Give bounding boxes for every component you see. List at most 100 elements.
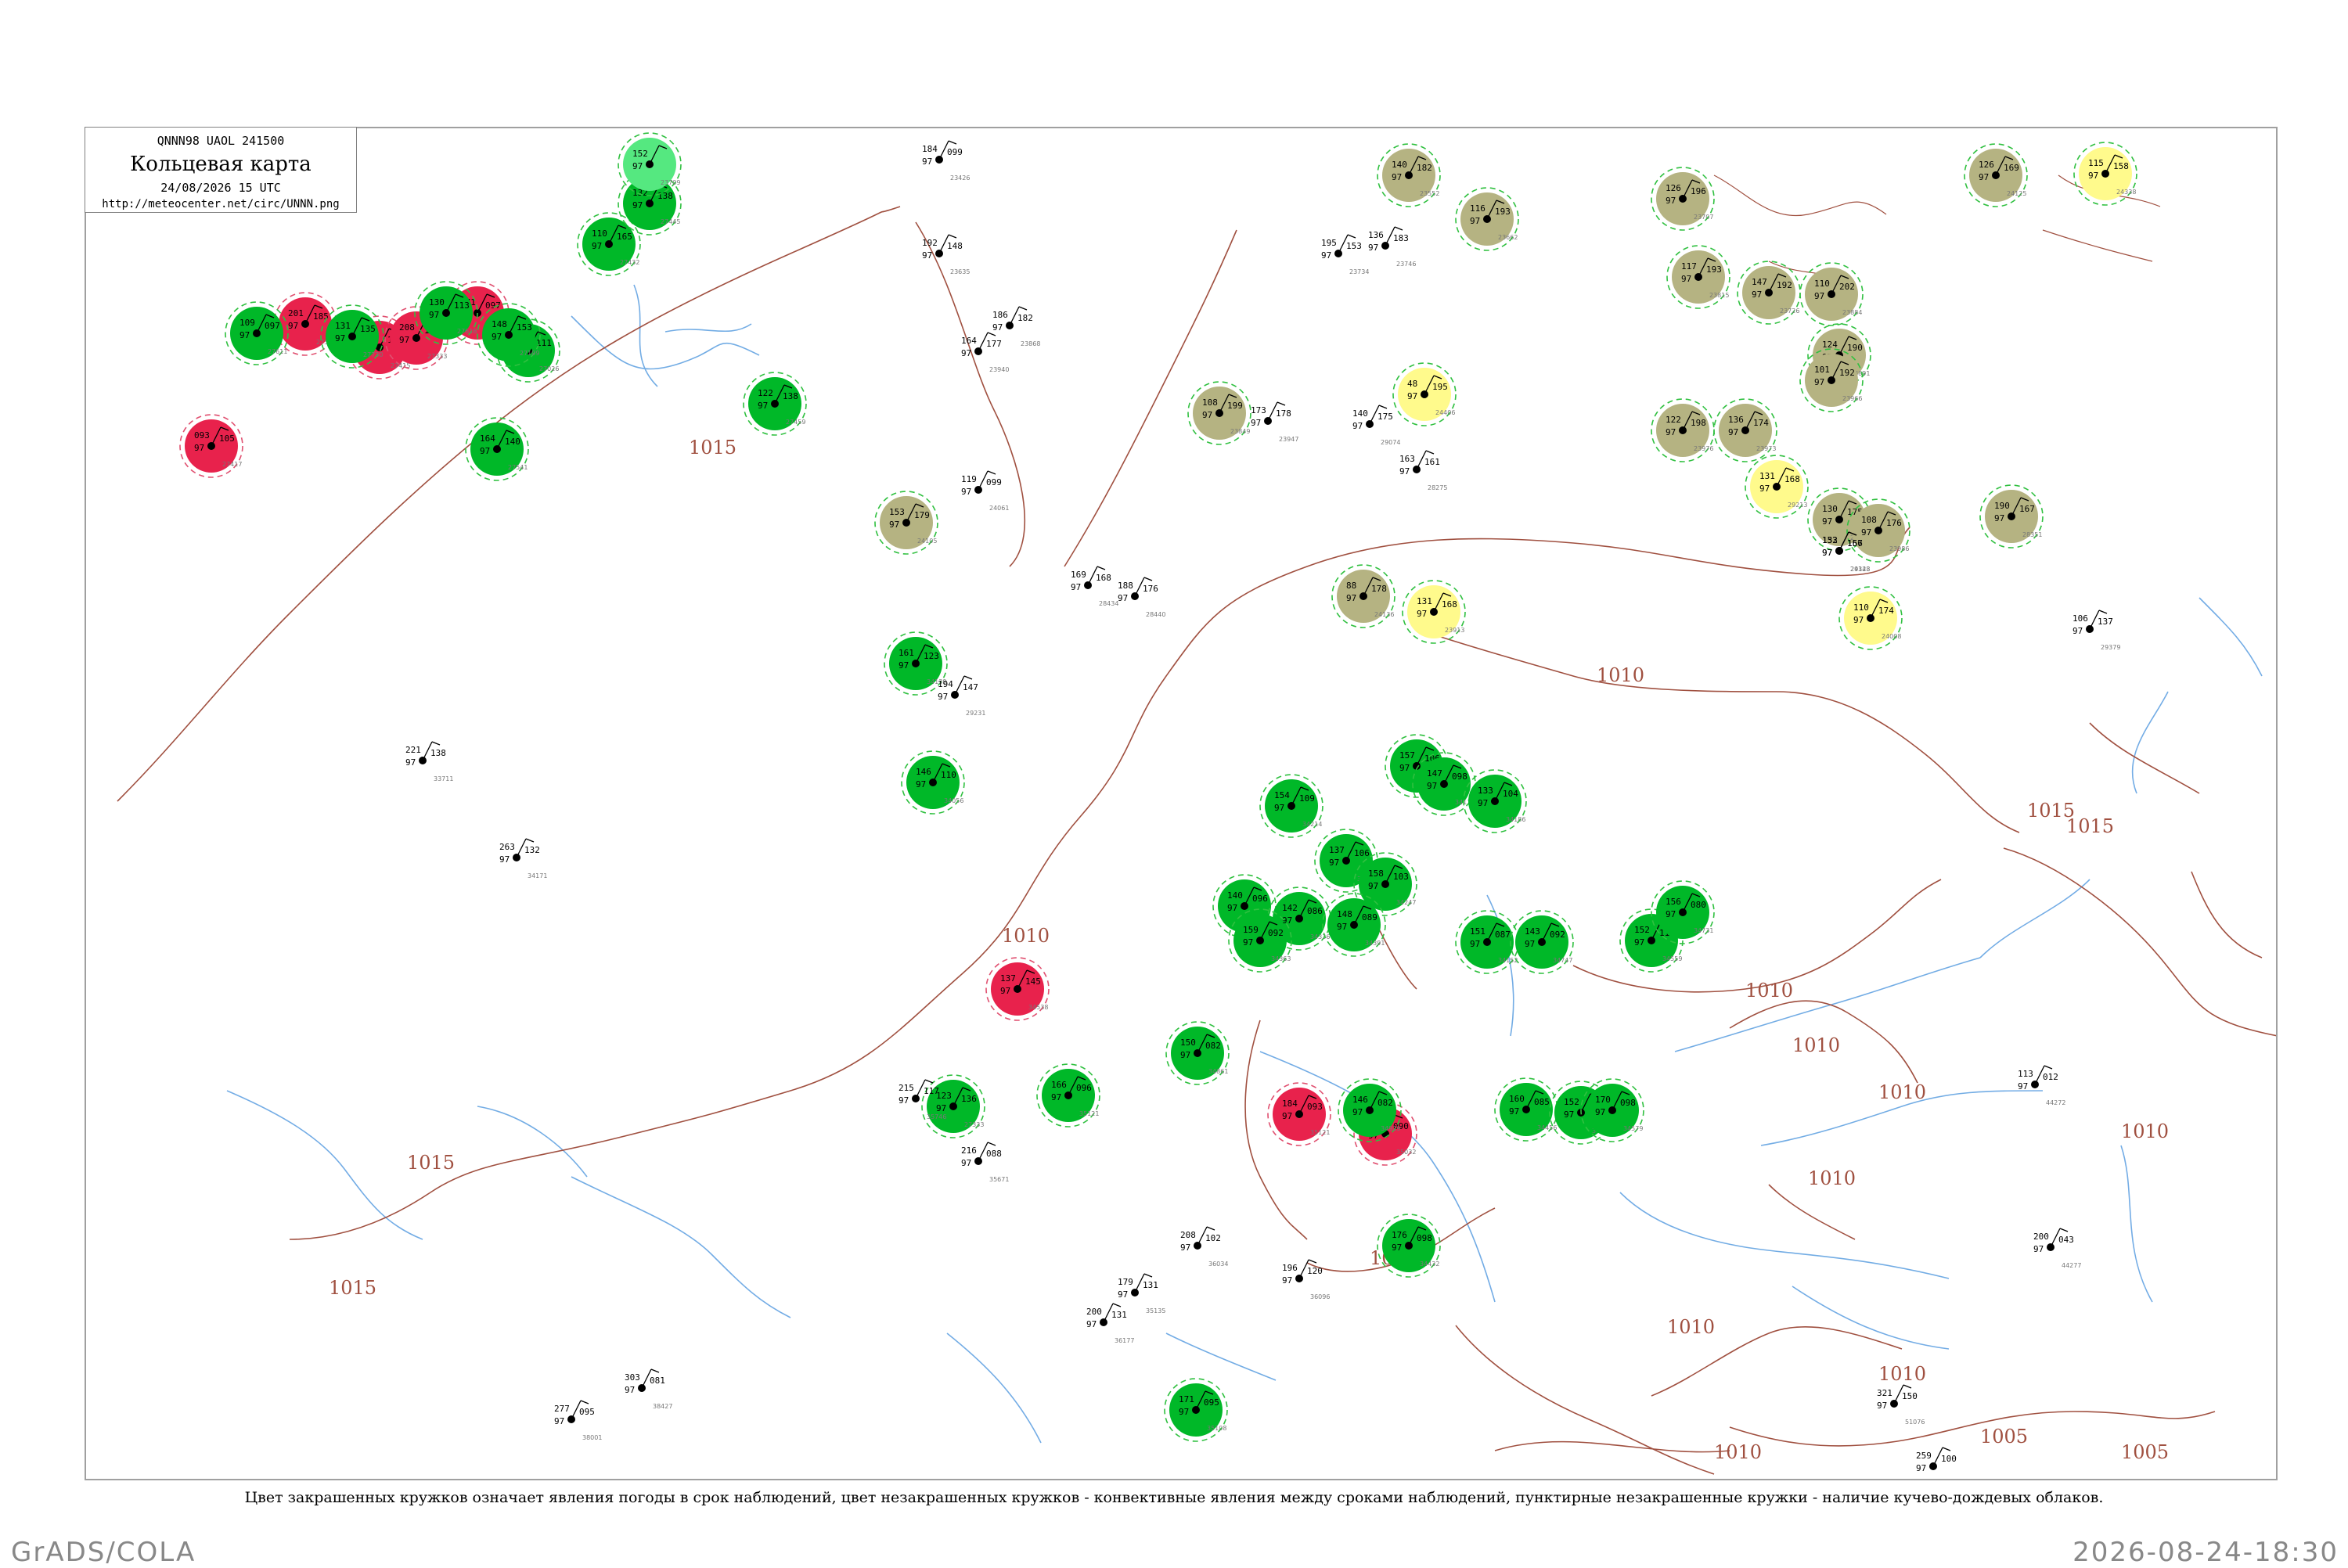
cb-ring xyxy=(1799,348,1864,412)
cb-ring xyxy=(618,171,682,236)
wind-barb-icon xyxy=(774,384,785,405)
station-pressure: 148 xyxy=(947,241,963,251)
wind-barb-icon xyxy=(1745,411,1756,431)
map-datetime: 24/08/2026 15 UTC xyxy=(160,181,281,195)
cb-ring xyxy=(1322,893,1386,957)
station-pressure: 147 xyxy=(963,682,978,692)
wind-barb-icon xyxy=(932,763,943,783)
wind-barb-icon xyxy=(1378,1091,1388,1095)
station-dewpoint: 97 xyxy=(1564,1109,1574,1120)
wind-barb-icon xyxy=(1345,841,1356,861)
wind-barb-icon xyxy=(422,741,433,761)
wind-barb-icon xyxy=(1848,531,1857,536)
station-index: 27417 xyxy=(222,461,242,468)
station-temp: 170 xyxy=(1595,1095,1611,1105)
wind-barb-icon xyxy=(1087,566,1098,586)
wind-barb-icon xyxy=(256,314,267,334)
station-dewpoint: 97 xyxy=(429,310,439,320)
cb-ring xyxy=(1392,362,1457,426)
station-pressure: 140 xyxy=(505,437,520,447)
station-index: 23891 xyxy=(1850,370,1870,377)
station-index: 24338 xyxy=(2116,189,2136,196)
wind-barb-icon xyxy=(1494,782,1505,802)
station-pressure: 090 xyxy=(1393,1121,1409,1131)
station-dewpoint: 97 xyxy=(1407,391,1417,401)
station-pressure: 098 xyxy=(1417,1233,1432,1243)
station-index: 29074 xyxy=(1381,439,1400,446)
station-temp: 131 xyxy=(1759,471,1775,481)
station-temp: 106 xyxy=(2073,613,2088,624)
cb-ring xyxy=(1353,1102,1417,1166)
station-index: 34152 xyxy=(1498,957,1518,964)
wind-barb-icon xyxy=(508,315,519,336)
cb-ring xyxy=(884,631,948,696)
wind-barb-icon xyxy=(1442,592,1452,597)
wind-barb-icon xyxy=(1026,969,1035,974)
cb-ring xyxy=(1979,484,2044,548)
station-index: 34171 xyxy=(528,872,547,879)
station-pressure: 153 xyxy=(1346,241,1362,251)
station-temp: 184 xyxy=(922,144,938,154)
isobar-labels-layer: 1015101510151015101510101010101010101010… xyxy=(329,437,2169,1463)
station-pressure: 080 xyxy=(1691,900,1706,910)
station-temp: 130 xyxy=(1822,504,1838,514)
station-index: 36177 xyxy=(1115,1337,1134,1344)
station-dewpoint: 97 xyxy=(1251,418,1261,428)
station-index: 27415 xyxy=(391,362,410,369)
station-index: 34139 xyxy=(927,678,946,685)
station-pressure: 177 xyxy=(986,339,1002,349)
wind-barb-icon xyxy=(641,1368,652,1389)
station-dewpoint: 97 xyxy=(1666,427,1676,437)
station-pressure: 167 xyxy=(2019,504,2035,514)
station-index: 34186 xyxy=(1506,816,1525,823)
wind-barb-icon xyxy=(1496,200,1505,204)
wind-barb-icon xyxy=(580,1400,589,1404)
station-pressure: 179 xyxy=(914,510,930,520)
station-index: 44277 xyxy=(2062,1262,2081,1269)
wind-barb-icon xyxy=(924,644,934,649)
station-pressure: 192 xyxy=(1777,280,1792,290)
station-index: 29231 xyxy=(966,710,985,717)
station-pressure: 138 xyxy=(430,748,446,758)
station-pressure: 190 xyxy=(1847,343,1863,353)
station-dewpoint: 97 xyxy=(1822,548,1832,558)
bulletin-code: QNNN98 UAOL 241500 xyxy=(157,134,285,148)
station-temp: 101 xyxy=(1814,365,1830,375)
station-index: 27459 xyxy=(786,419,805,426)
wind-barb-icon xyxy=(1103,1303,1114,1323)
wind-barb-icon xyxy=(1363,577,1374,597)
station-temp: 171 xyxy=(1179,1394,1194,1404)
wind-barb-icon xyxy=(1416,746,1427,767)
wind-barb-icon xyxy=(1394,865,1403,869)
station-pressure: 092 xyxy=(1550,930,1565,940)
cb-ring xyxy=(1619,908,1684,973)
isobar-label: 1015 xyxy=(2027,800,2075,822)
station-dewpoint: 97 xyxy=(1470,216,1480,226)
station-dewpoint: 97 xyxy=(1814,377,1824,387)
station-temp: 126 xyxy=(1979,160,1994,170)
station-dewpoint: 97 xyxy=(1427,781,1437,791)
station-index: 34731 xyxy=(1694,927,1713,934)
station-dewpoint: 97 xyxy=(399,335,409,345)
station-temp: 122 xyxy=(1666,415,1681,425)
wind-barb-icon xyxy=(1541,922,1552,943)
station-index: 29128 xyxy=(1850,566,1870,573)
wind-barb-icon xyxy=(1253,886,1262,891)
wind-barb-icon xyxy=(1347,234,1356,239)
station-pressure: 198 xyxy=(1691,418,1706,428)
station-pressure: 138 xyxy=(783,391,798,401)
station-pressure: 178 xyxy=(1371,584,1387,594)
station-temp: 130 xyxy=(429,297,445,307)
wind-barb-icon xyxy=(477,293,488,314)
